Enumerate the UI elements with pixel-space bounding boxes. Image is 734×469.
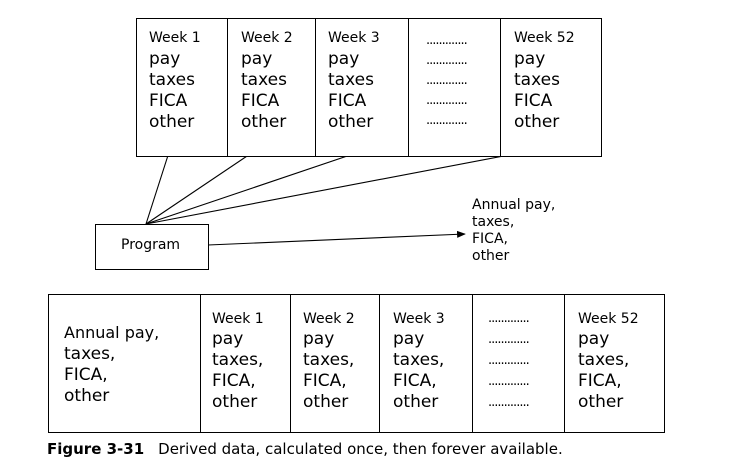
field-pay: pay bbox=[303, 329, 335, 349]
field-fica: FICA, bbox=[578, 371, 622, 391]
annual-output-label: Annual pay, taxes, FICA, other bbox=[472, 197, 555, 265]
field-pay: pay bbox=[212, 329, 244, 349]
field-fica: FICA, bbox=[212, 371, 256, 391]
field-other: other bbox=[241, 112, 287, 132]
bottom-col-annual-summary: Annual pay, taxes, FICA, other bbox=[49, 295, 201, 432]
field-taxes: taxes, bbox=[212, 350, 264, 370]
col-header: Week 1 bbox=[212, 311, 264, 327]
annual-line: taxes, bbox=[472, 214, 515, 230]
field-taxes: taxes bbox=[328, 70, 374, 90]
ellipsis-row: ............. bbox=[426, 113, 468, 128]
field-pay: pay bbox=[514, 49, 546, 69]
summary-other: other bbox=[64, 386, 110, 406]
field-pay: pay bbox=[241, 49, 273, 69]
col-header: Week 2 bbox=[241, 30, 293, 46]
col-header: Week 2 bbox=[303, 311, 355, 327]
figure-caption-text: Derived data, calculated once, then fore… bbox=[158, 440, 563, 458]
annual-line: FICA, bbox=[472, 231, 508, 247]
field-other: other bbox=[149, 112, 195, 132]
figure-caption: Figure 3-31 Derived data, calculated once… bbox=[47, 440, 563, 458]
top-col-ellipsis: ............. ............. ............… bbox=[409, 19, 501, 156]
top-col-week1: Week 1 pay taxes FICA other bbox=[137, 19, 228, 156]
arrow-to-annual bbox=[207, 230, 466, 246]
col-header: Week 52 bbox=[514, 30, 575, 46]
field-other: other bbox=[514, 112, 560, 132]
ellipsis-row: ............. bbox=[488, 395, 530, 410]
program-label: Program bbox=[121, 237, 181, 253]
field-other: other bbox=[328, 112, 374, 132]
ellipsis-row: ............. bbox=[426, 53, 468, 68]
annual-line: other bbox=[472, 248, 510, 264]
bottom-col-week52: Week 52 pay taxes, FICA, other bbox=[565, 295, 663, 432]
ellipsis-row: ............. bbox=[488, 353, 530, 368]
col-header: Week 52 bbox=[578, 311, 639, 327]
field-pay: pay bbox=[393, 329, 425, 349]
col-header: Week 3 bbox=[393, 311, 445, 327]
ellipsis-row: ............. bbox=[426, 93, 468, 108]
top-weekly-table: Week 1 pay taxes FICA other Week 2 pay t… bbox=[136, 18, 602, 157]
field-other: other bbox=[303, 392, 349, 412]
arrow-to-week1 bbox=[145, 145, 172, 225]
field-other: other bbox=[578, 392, 624, 412]
field-taxes: taxes bbox=[241, 70, 287, 90]
field-taxes: taxes bbox=[514, 70, 560, 90]
arrow-to-week52 bbox=[145, 144, 557, 225]
summary-taxes: taxes, bbox=[64, 344, 116, 364]
field-other: other bbox=[393, 392, 439, 412]
figure-number: Figure 3-31 bbox=[47, 440, 145, 458]
bottom-col-week1: Week 1 pay taxes, FICA, other bbox=[201, 295, 291, 432]
field-taxes: taxes, bbox=[578, 350, 630, 370]
field-fica: FICA bbox=[328, 91, 367, 111]
arrow-to-week3 bbox=[145, 149, 366, 225]
field-taxes: taxes bbox=[149, 70, 195, 90]
ellipsis-row: ............. bbox=[488, 374, 530, 389]
arrow-to-week2 bbox=[145, 145, 263, 225]
col-header: Week 3 bbox=[328, 30, 380, 46]
top-col-week52: Week 52 pay taxes FICA other bbox=[501, 19, 600, 156]
col-header: Week 1 bbox=[149, 30, 201, 46]
program-box: Program bbox=[95, 224, 209, 270]
field-fica: FICA bbox=[149, 91, 188, 111]
field-fica: FICA bbox=[514, 91, 553, 111]
bottom-col-ellipsis: ............. ............. ............… bbox=[473, 295, 565, 432]
bottom-col-week2: Week 2 pay taxes, FICA, other bbox=[291, 295, 380, 432]
field-other: other bbox=[212, 392, 258, 412]
annual-line: Annual pay, bbox=[472, 197, 556, 213]
field-pay: pay bbox=[328, 49, 360, 69]
ellipsis-row: ............. bbox=[488, 332, 530, 347]
ellipsis-row: ............. bbox=[426, 73, 468, 88]
field-pay: pay bbox=[149, 49, 181, 69]
top-col-week3: Week 3 pay taxes FICA other bbox=[316, 19, 409, 156]
ellipsis-row: ............. bbox=[488, 311, 530, 326]
bottom-col-week3: Week 3 pay taxes, FICA, other bbox=[380, 295, 473, 432]
ellipsis-row: ............. bbox=[426, 33, 468, 48]
field-pay: pay bbox=[578, 329, 610, 349]
top-col-week2: Week 2 pay taxes FICA other bbox=[228, 19, 316, 156]
field-fica: FICA, bbox=[303, 371, 347, 391]
field-fica: FICA bbox=[241, 91, 280, 111]
field-taxes: taxes, bbox=[303, 350, 355, 370]
bottom-derived-table: Annual pay, taxes, FICA, other Week 1 pa… bbox=[48, 294, 665, 433]
field-taxes: taxes, bbox=[393, 350, 445, 370]
summary-fica: FICA, bbox=[64, 365, 108, 385]
summary-annual-pay: Annual pay, bbox=[64, 323, 160, 342]
field-fica: FICA, bbox=[393, 371, 437, 391]
